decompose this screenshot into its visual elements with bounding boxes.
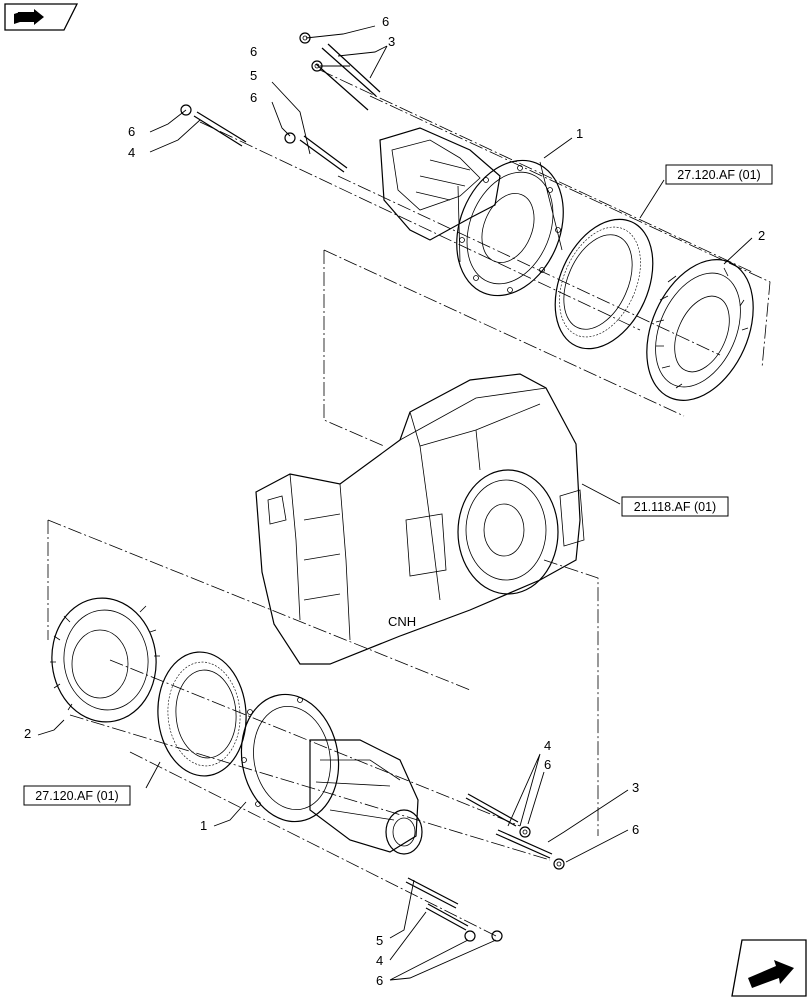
planet-carrier-top[interactable] [626, 243, 774, 417]
alignment-lines-top [199, 69, 771, 447]
callout-4: 4 [376, 953, 383, 968]
nut-6-mid-b[interactable] [553, 858, 565, 870]
callout-1: 1 [576, 126, 583, 141]
callout-4: 4 [128, 145, 135, 160]
leader-lines [37, 25, 753, 981]
fasteners-bottom [405, 793, 565, 942]
nut-6-mid-a[interactable] [519, 826, 531, 838]
callout-3: 3 [388, 34, 395, 49]
reference-text[interactable]: 27.120.AF (01) [35, 789, 118, 803]
callout-6: 6 [128, 124, 135, 139]
reference-text[interactable]: 21.118.AF (01) [634, 500, 716, 514]
stud-3-top[interactable] [315, 43, 381, 111]
reference-link-housing[interactable]: 21.118.AF (01) [621, 496, 729, 517]
callout-6: 6 [250, 44, 257, 59]
stud-5-bottom[interactable] [405, 877, 459, 909]
callout-6: 6 [544, 757, 551, 772]
reference-link-ring-gear-top[interactable]: 27.120.AF (01) [665, 164, 773, 185]
final-drive-housing-top[interactable] [379, 127, 583, 312]
stud-4-mid[interactable] [465, 793, 519, 827]
ring-gear-bottom[interactable] [154, 649, 250, 779]
callout-5: 5 [250, 68, 257, 83]
stud-4-top[interactable] [180, 104, 247, 147]
callout-2: 2 [24, 726, 31, 741]
next-page-arrow-icon[interactable] [731, 939, 807, 997]
stud-5-top[interactable] [284, 132, 348, 173]
callouts: 6 3 6 5 6 6 4 1 2 2 1 4 6 3 6 5 4 6 [24, 14, 765, 988]
ring-gear-top[interactable] [536, 204, 672, 364]
callout-3: 3 [632, 780, 639, 795]
stud-3-bottom[interactable] [495, 829, 553, 859]
nut-6-bottom-b[interactable] [491, 930, 503, 942]
callout-6: 6 [250, 90, 257, 105]
reference-text[interactable]: 27.120.AF (01) [677, 168, 760, 182]
transmission-housing[interactable]: CNH [255, 373, 585, 665]
housing-logo: CNH [388, 614, 416, 629]
callout-6: 6 [376, 973, 383, 988]
fasteners-top [180, 32, 381, 173]
final-drive-housing-bottom[interactable] [232, 687, 423, 855]
reference-link-ring-gear-bottom[interactable]: 27.120.AF (01) [23, 785, 131, 806]
nut-6-bottom-a[interactable] [464, 930, 476, 942]
callout-2: 2 [758, 228, 765, 243]
callout-6: 6 [632, 822, 639, 837]
alignment-lines-bottom [47, 519, 599, 937]
callout-6: 6 [382, 14, 389, 29]
book-arrow-icon[interactable] [4, 3, 79, 31]
callout-1: 1 [200, 818, 207, 833]
callout-4: 4 [544, 738, 551, 753]
callout-5: 5 [376, 933, 383, 948]
planet-carrier-bottom[interactable] [46, 593, 162, 727]
stud-4-bottom[interactable] [425, 903, 469, 931]
